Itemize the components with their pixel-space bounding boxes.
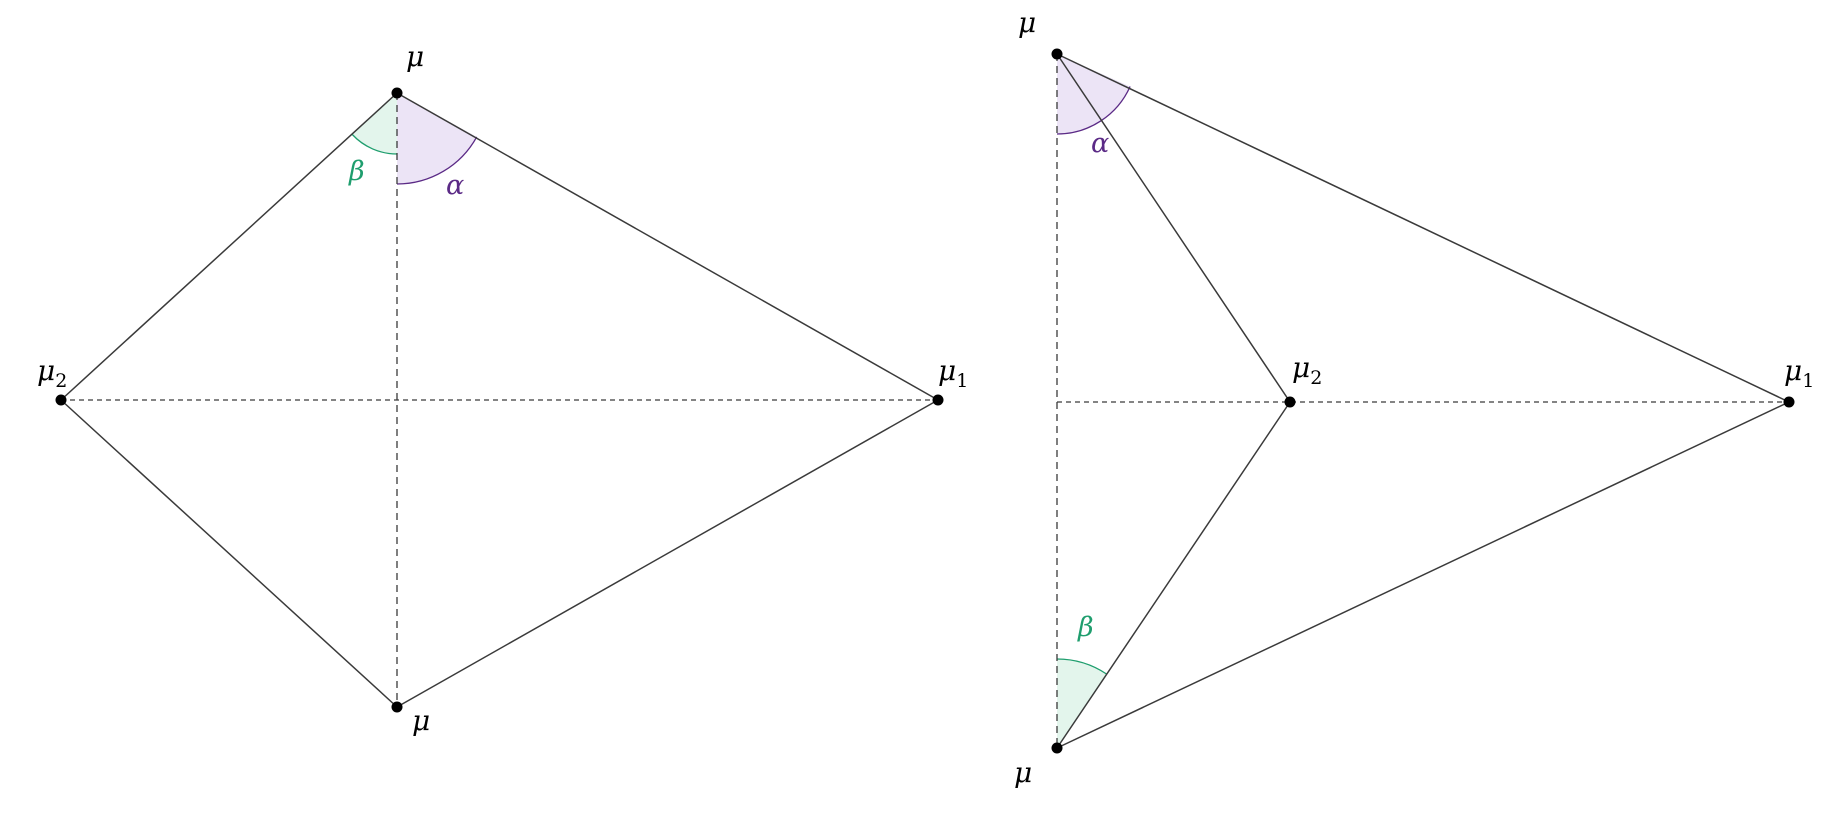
- left-edge-mu2-bottom: [60, 399, 398, 708]
- left-label-mu2-base: μ: [37, 354, 55, 387]
- right-point-mu1: [1783, 396, 1795, 408]
- left-label-alpha: α: [446, 170, 464, 201]
- left-label-beta: β: [348, 156, 365, 187]
- right-label-beta: β: [1077, 612, 1094, 643]
- left-label-mu1: μ1: [938, 354, 968, 392]
- left-figure: μ μ2 μ1 μ β α: [37, 40, 968, 737]
- left-edge-top-mu1: [396, 92, 939, 401]
- left-beta-angle-fill: [352, 93, 397, 154]
- right-edge-bottom-mu1: [1056, 401, 1790, 749]
- right-point-mu-bottom: [1051, 742, 1063, 754]
- right-label-alpha: α: [1091, 128, 1109, 159]
- left-label-mu2-sub: 2: [55, 370, 67, 392]
- right-label-mu-bottom: μ: [1014, 756, 1032, 789]
- left-point-mu-bottom: [391, 701, 403, 713]
- right-edge-mu2-bottom: [1056, 401, 1291, 749]
- right-label-mu2: μ2: [1292, 351, 1322, 389]
- left-edge-top-mu2: [60, 92, 398, 401]
- right-label-mu-top: μ: [1018, 6, 1036, 39]
- left-point-mu2: [55, 394, 67, 406]
- right-label-mu1: μ1: [1784, 354, 1814, 392]
- right-point-mu2: [1284, 396, 1296, 408]
- left-label-mu1-base: μ: [938, 354, 956, 387]
- right-label-mu1-base: μ: [1784, 354, 1802, 387]
- right-alpha-angle-fill: [1057, 54, 1131, 134]
- right-beta-angle-fill: [1057, 659, 1107, 748]
- left-alpha-angle-fill: [397, 93, 477, 184]
- left-beta-angle-arc: [351, 134, 398, 155]
- right-label-mu1-sub: 1: [1802, 370, 1814, 392]
- left-point-mu1: [932, 394, 944, 406]
- right-point-mu-top: [1051, 48, 1063, 60]
- left-alpha-angle-arc: [396, 136, 478, 185]
- left-label-mu1-sub: 1: [956, 370, 968, 392]
- right-alpha-angle-arc: [1056, 86, 1131, 135]
- right-figure: μ μ2 μ1 μ α β: [1014, 6, 1814, 789]
- right-edge-top-mu1: [1056, 53, 1790, 403]
- left-label-mu-top: μ: [406, 40, 424, 73]
- right-edge-top-mu2: [1056, 53, 1291, 403]
- right-label-mu2-sub: 2: [1310, 367, 1322, 389]
- left-point-mu-top: [391, 87, 403, 99]
- left-label-mu-bottom: μ: [412, 704, 430, 737]
- right-label-mu2-base: μ: [1292, 351, 1310, 384]
- left-label-mu2: μ2: [37, 354, 67, 392]
- right-beta-angle-arc: [1056, 658, 1107, 675]
- left-edge-bottom-mu1: [396, 399, 939, 708]
